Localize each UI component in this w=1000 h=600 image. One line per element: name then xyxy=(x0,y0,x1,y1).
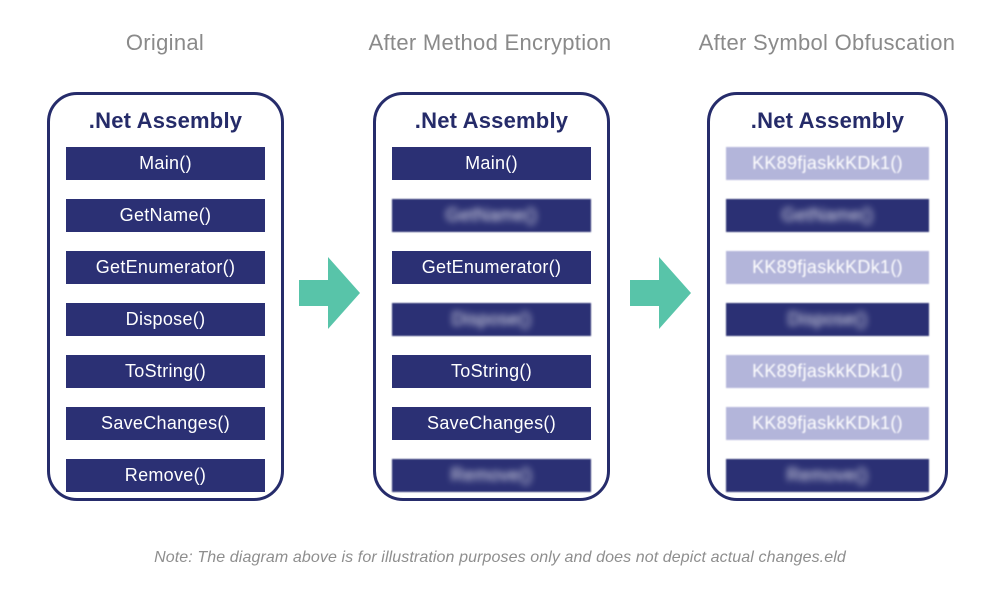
method-row: Remove() xyxy=(392,459,591,492)
method-row: Main() xyxy=(392,147,591,180)
method-label: ToString() xyxy=(124,361,207,381)
method-label: Dispose() xyxy=(787,309,868,329)
method-row-list: KK89fjaskkKDk1() GetName() KK89fjaskkKDk1(… xyxy=(710,147,945,492)
method-row: Dispose() xyxy=(726,303,929,336)
method-row-list: Main() GetName() GetEnumerator() Dispose() T… xyxy=(376,147,607,492)
method-label: KK89fjaskkKDk1() xyxy=(752,413,903,433)
method-label: Remove() xyxy=(450,465,533,485)
method-row: ToString() xyxy=(66,355,265,388)
method-label: Main() xyxy=(139,153,192,173)
method-row: Dispose() xyxy=(66,303,265,336)
right-block-arrow-icon xyxy=(630,257,691,329)
method-label: Dispose() xyxy=(451,309,532,329)
method-label: GetName() xyxy=(119,205,212,225)
illustration-note: Note: The diagram above is for illustrat… xyxy=(154,549,846,566)
method-row: GetName() xyxy=(66,199,265,232)
panel-title: .Net Assembly xyxy=(414,108,569,133)
method-label: Main() xyxy=(465,153,518,173)
method-row: Dispose() xyxy=(392,303,591,336)
method-label: SaveChanges() xyxy=(101,413,230,433)
method-label: KK89fjaskkKDk1() xyxy=(752,257,903,277)
method-label: GetName() xyxy=(781,205,874,225)
method-row-list: Main() GetName() GetEnumerator() Dispose() T… xyxy=(50,147,281,492)
method-row: GetEnumerator() xyxy=(66,251,265,284)
method-label: GetName() xyxy=(445,205,538,225)
stage-header-original: Original xyxy=(125,30,205,55)
method-row: SaveChanges() xyxy=(66,407,265,440)
method-row: KK89fjaskkKDk1() xyxy=(726,355,929,388)
method-row: Remove() xyxy=(66,459,265,492)
method-label: ToString() xyxy=(450,361,533,381)
method-label: GetEnumerator() xyxy=(421,257,562,277)
assembly-panel-symbol-obfuscation: .Net Assembly KK89fjaskkKDk1()GetName()K… xyxy=(707,92,948,501)
method-row: Remove() xyxy=(726,459,929,492)
panel-title: .Net Assembly xyxy=(88,108,243,133)
method-row: KK89fjaskkKDk1() xyxy=(726,407,929,440)
method-row: GetName() xyxy=(726,199,929,232)
method-label: Remove() xyxy=(124,465,207,485)
assembly-panel-original: .Net Assembly Main() GetName() GetEnumerat… xyxy=(47,92,284,501)
method-label: GetEnumerator() xyxy=(95,257,236,277)
method-label: KK89fjaskkKDk1() xyxy=(752,361,903,381)
method-row: KK89fjaskkKDk1() xyxy=(726,251,929,284)
stage-header-symbol-obfuscation: After Symbol Obfuscation xyxy=(698,30,956,55)
method-label: Dispose() xyxy=(125,309,206,329)
method-row: ToString() xyxy=(392,355,591,388)
method-row: Main() xyxy=(66,147,265,180)
stage-header-method-encryption: After Method Encryption xyxy=(368,30,612,55)
assembly-panel-method-encryption: .Net Assembly Main() GetName() GetEnumerat… xyxy=(373,92,610,501)
panel-title: .Net Assembly xyxy=(750,108,905,133)
method-label: SaveChanges() xyxy=(427,413,556,433)
method-row: KK89fjaskkKDk1() xyxy=(726,147,929,180)
right-block-arrow-icon xyxy=(299,257,360,329)
method-row: GetEnumerator() xyxy=(392,251,591,284)
method-label: KK89fjaskkKDk1() xyxy=(752,153,903,173)
method-row: GetName() xyxy=(392,199,591,232)
method-row: SaveChanges() xyxy=(392,407,591,440)
method-label: Remove() xyxy=(786,465,869,485)
